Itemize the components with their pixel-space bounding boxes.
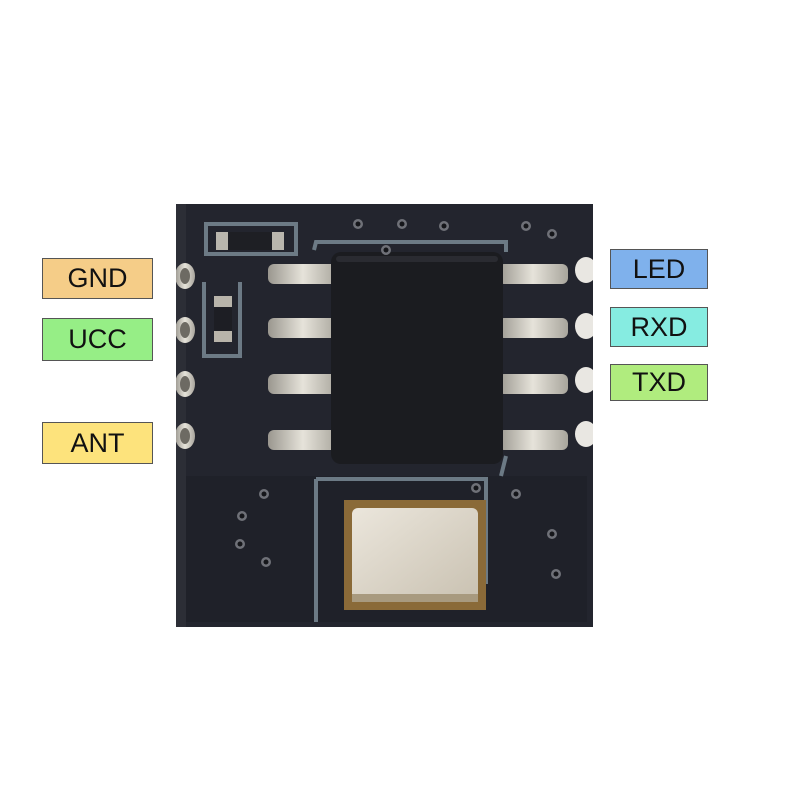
vias [235, 219, 561, 579]
via-hole-center [549, 231, 555, 237]
txd-pin-label: TXD [610, 364, 708, 401]
main-chip [331, 252, 503, 464]
via-hole-center [473, 485, 479, 491]
top-resistor [216, 232, 284, 250]
via-hole-center [399, 221, 405, 227]
chip-lead-left [268, 264, 338, 284]
via-hole-center [513, 491, 519, 497]
chip-lead-right [498, 374, 568, 394]
main-chip-highlight [336, 256, 498, 262]
right-header-pad [575, 257, 593, 283]
right-header-pad [575, 367, 593, 393]
via-hole-center [441, 223, 447, 229]
left-header-pins [176, 263, 195, 449]
module-board [176, 204, 593, 627]
via-hole-center [383, 247, 389, 253]
via-hole-center [523, 223, 529, 229]
via-hole-center [355, 221, 361, 227]
chip-lead-left [268, 374, 338, 394]
left-header-pad-hole [180, 428, 190, 444]
ant-pin-label: ANT [42, 422, 153, 464]
via-hole-center [549, 531, 555, 537]
crystal-oscillator [352, 508, 478, 602]
vertical-capacitor-cap-top [214, 296, 232, 307]
via-hole-center [237, 541, 243, 547]
left-header-pad-hole [180, 322, 190, 338]
pcb-left-edge [176, 204, 186, 627]
left-header-pad-hole [180, 268, 190, 284]
chip-leads [268, 264, 568, 450]
top-resistor-cap-right [272, 232, 284, 250]
chip-lead-right [498, 430, 568, 450]
via-hole-center [553, 571, 559, 577]
rxd-pin-label: RXD [610, 307, 708, 347]
gnd-pin-label: GND [42, 258, 153, 299]
ucc-pin-label: UCC [42, 318, 153, 361]
chip-lead-left [268, 318, 338, 338]
left-header-pad-hole [180, 376, 190, 392]
via-hole-center [261, 491, 267, 497]
crystal-shadow-edge [352, 594, 478, 602]
chip-lead-left [268, 430, 338, 450]
right-header-pad [575, 421, 593, 447]
vertical-capacitor-cap-bottom [214, 331, 232, 342]
via-hole-center [263, 559, 269, 565]
right-header-pins [575, 257, 593, 447]
chip-lead-right [498, 318, 568, 338]
via-hole-center [239, 513, 245, 519]
led-pin-label: LED [610, 249, 708, 289]
vertical-capacitor [214, 296, 232, 342]
chip-lead-right [498, 264, 568, 284]
right-header-pad [575, 313, 593, 339]
top-resistor-cap-left [216, 232, 228, 250]
